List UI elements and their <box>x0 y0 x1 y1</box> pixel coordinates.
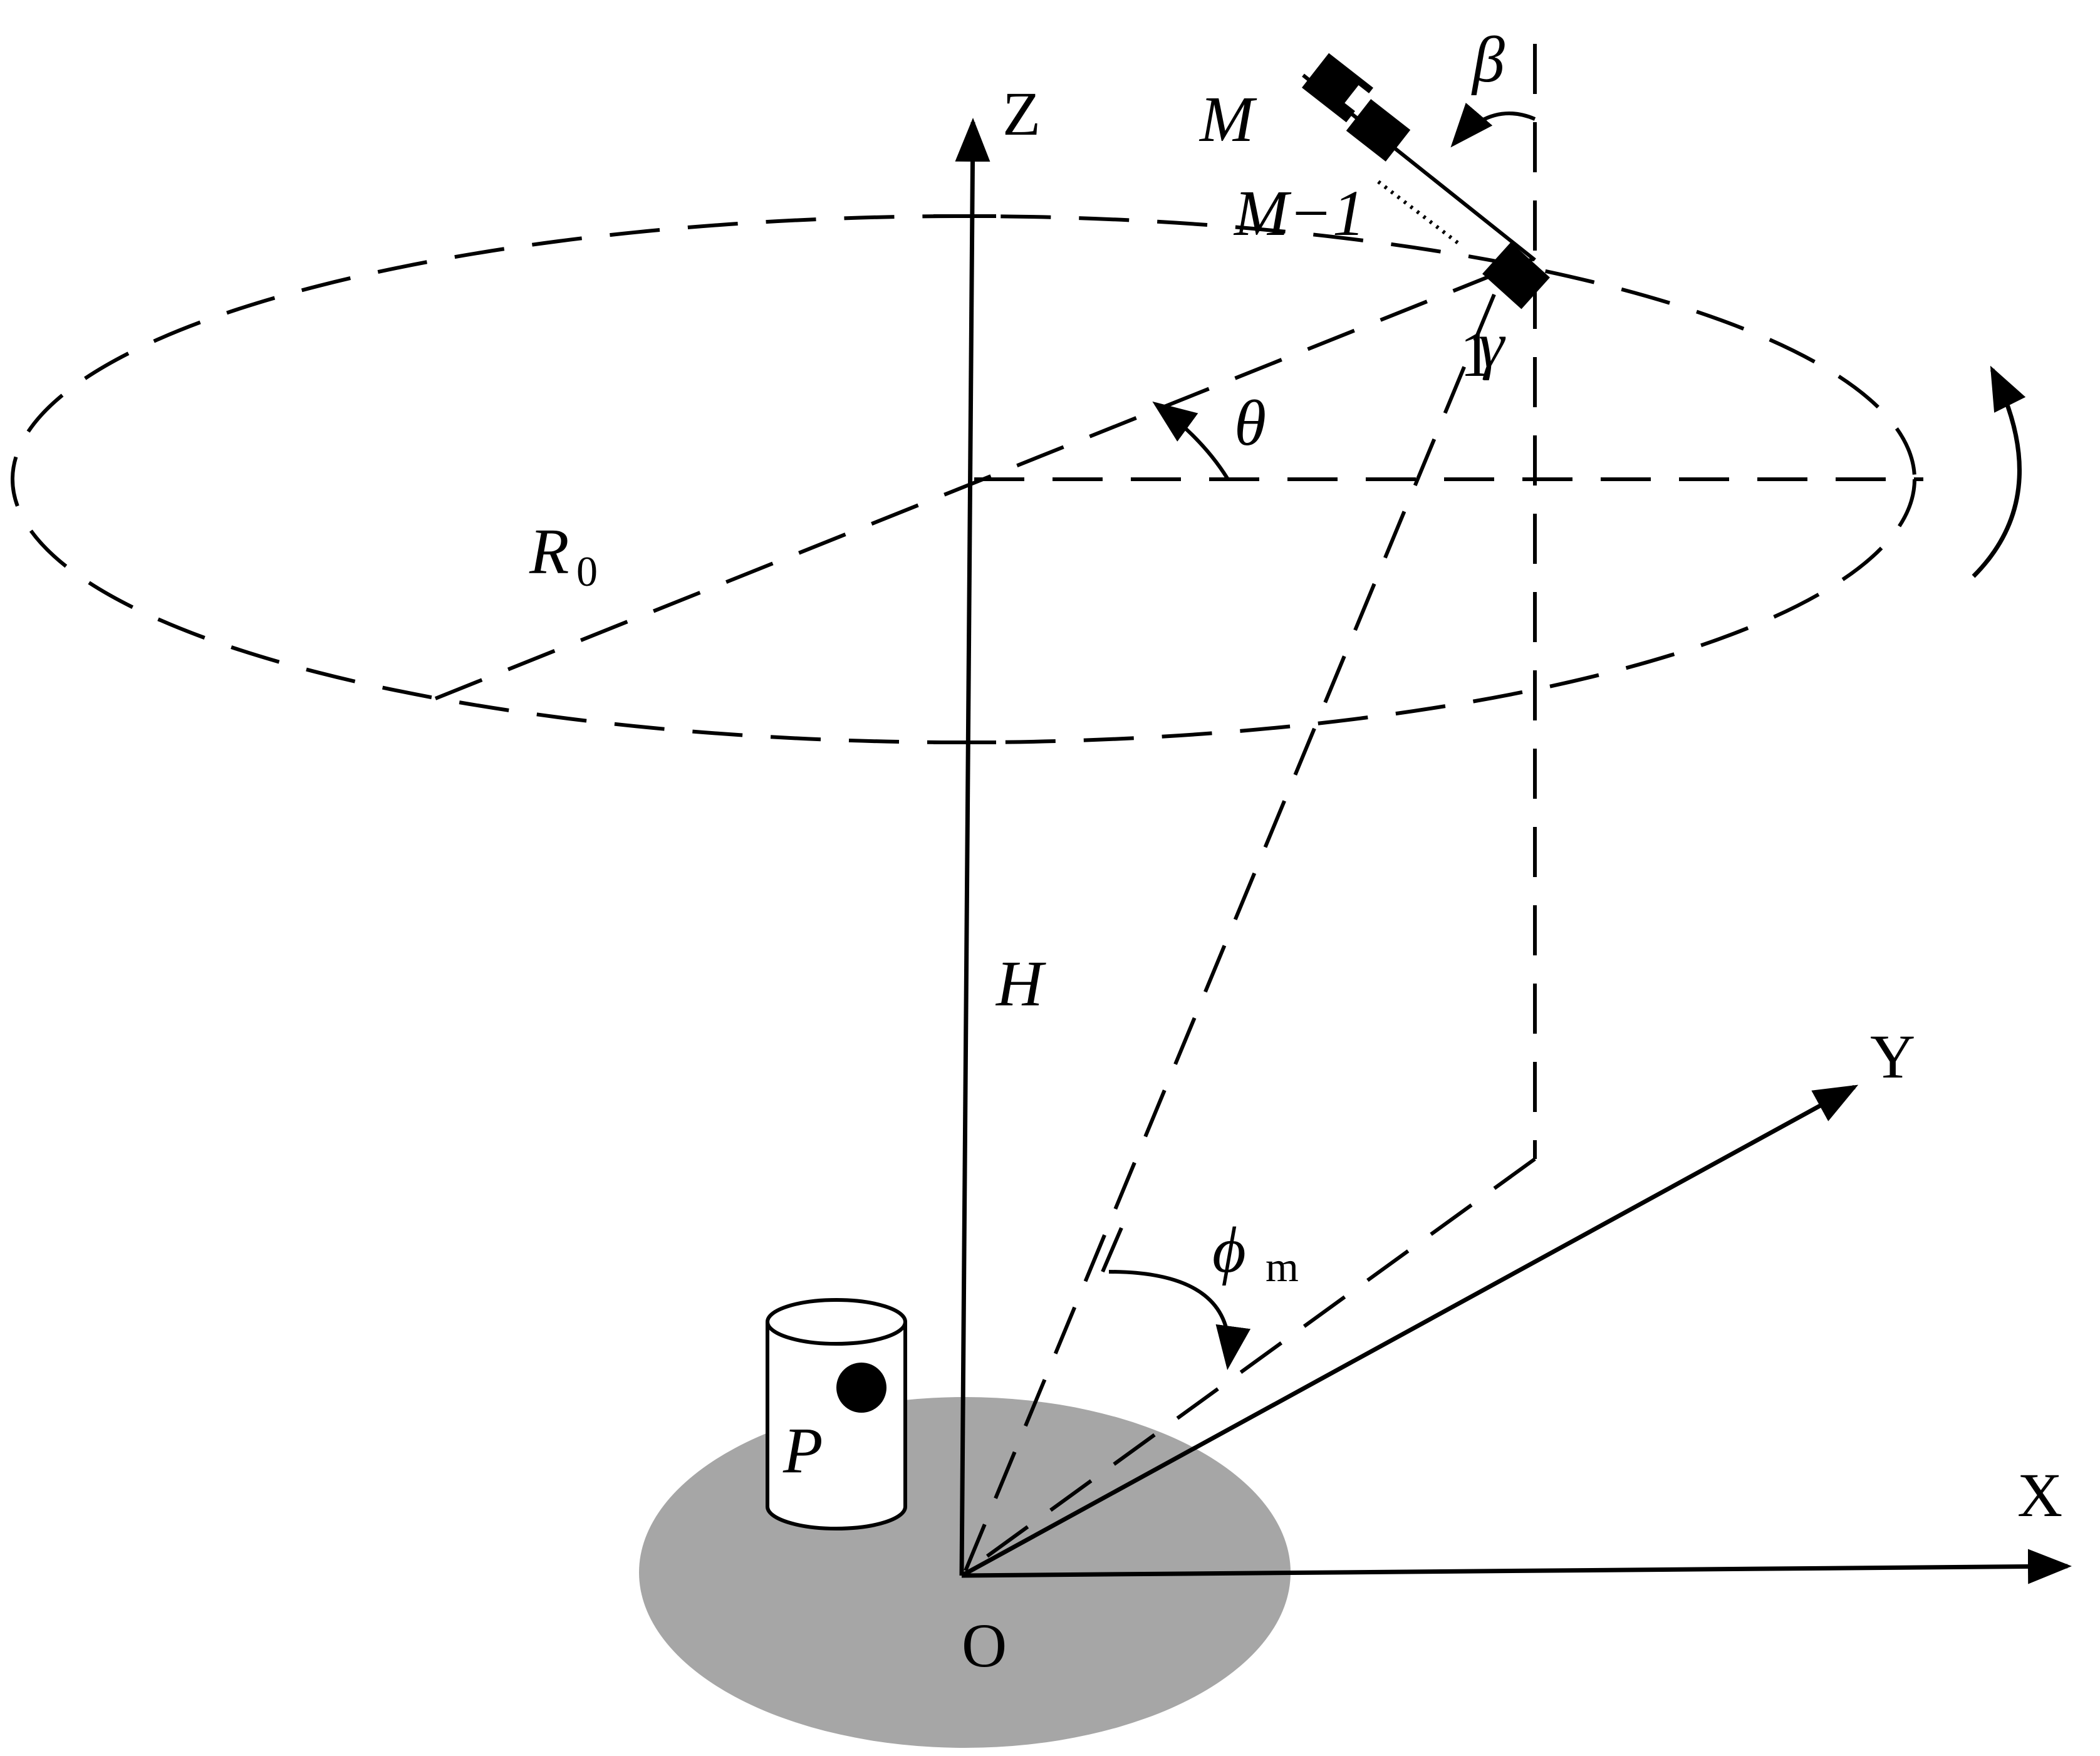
z-axis-label: Z <box>1002 79 1041 148</box>
z-axis-line <box>955 118 990 1576</box>
phi-arc <box>1108 1270 1251 1370</box>
phi-subscript: m <box>1266 1243 1299 1291</box>
slant-range-line <box>963 293 1496 1574</box>
radius-line <box>434 257 1535 700</box>
gamma-label: γ <box>1479 309 1506 381</box>
beta-label: β <box>1471 24 1505 96</box>
element-1-label: 1 <box>1460 318 1492 390</box>
theta-label: θ <box>1234 387 1266 459</box>
x-axis-line <box>961 1549 2072 1584</box>
array-dots <box>1377 180 1461 246</box>
y-axis-line <box>960 1084 1859 1578</box>
phi-tick <box>1101 1227 1123 1273</box>
element-m-label: M <box>1198 83 1257 155</box>
origin-label: O <box>962 1611 1007 1680</box>
target-label: P <box>782 1415 823 1487</box>
element-m-minus-1-label: M−1 <box>1233 177 1365 249</box>
y-axis-label: Y <box>1870 1022 1915 1091</box>
x-axis-label: X <box>2017 1460 2062 1530</box>
theta-arc <box>1152 401 1230 481</box>
array-element-1 <box>1482 242 1550 309</box>
target-cylinder <box>766 1298 907 1530</box>
radius-label: R <box>529 516 569 588</box>
array-element-m-inner <box>1344 85 1375 116</box>
target-point <box>836 1363 886 1413</box>
radius-subscript: 0 <box>576 548 598 595</box>
array-element-m-minus-1 <box>1346 99 1411 162</box>
rotation-arrow <box>1972 365 2026 578</box>
beta-arc <box>1450 102 1536 148</box>
phi-label: ϕ <box>1212 1214 1246 1286</box>
height-label: H <box>995 948 1046 1020</box>
